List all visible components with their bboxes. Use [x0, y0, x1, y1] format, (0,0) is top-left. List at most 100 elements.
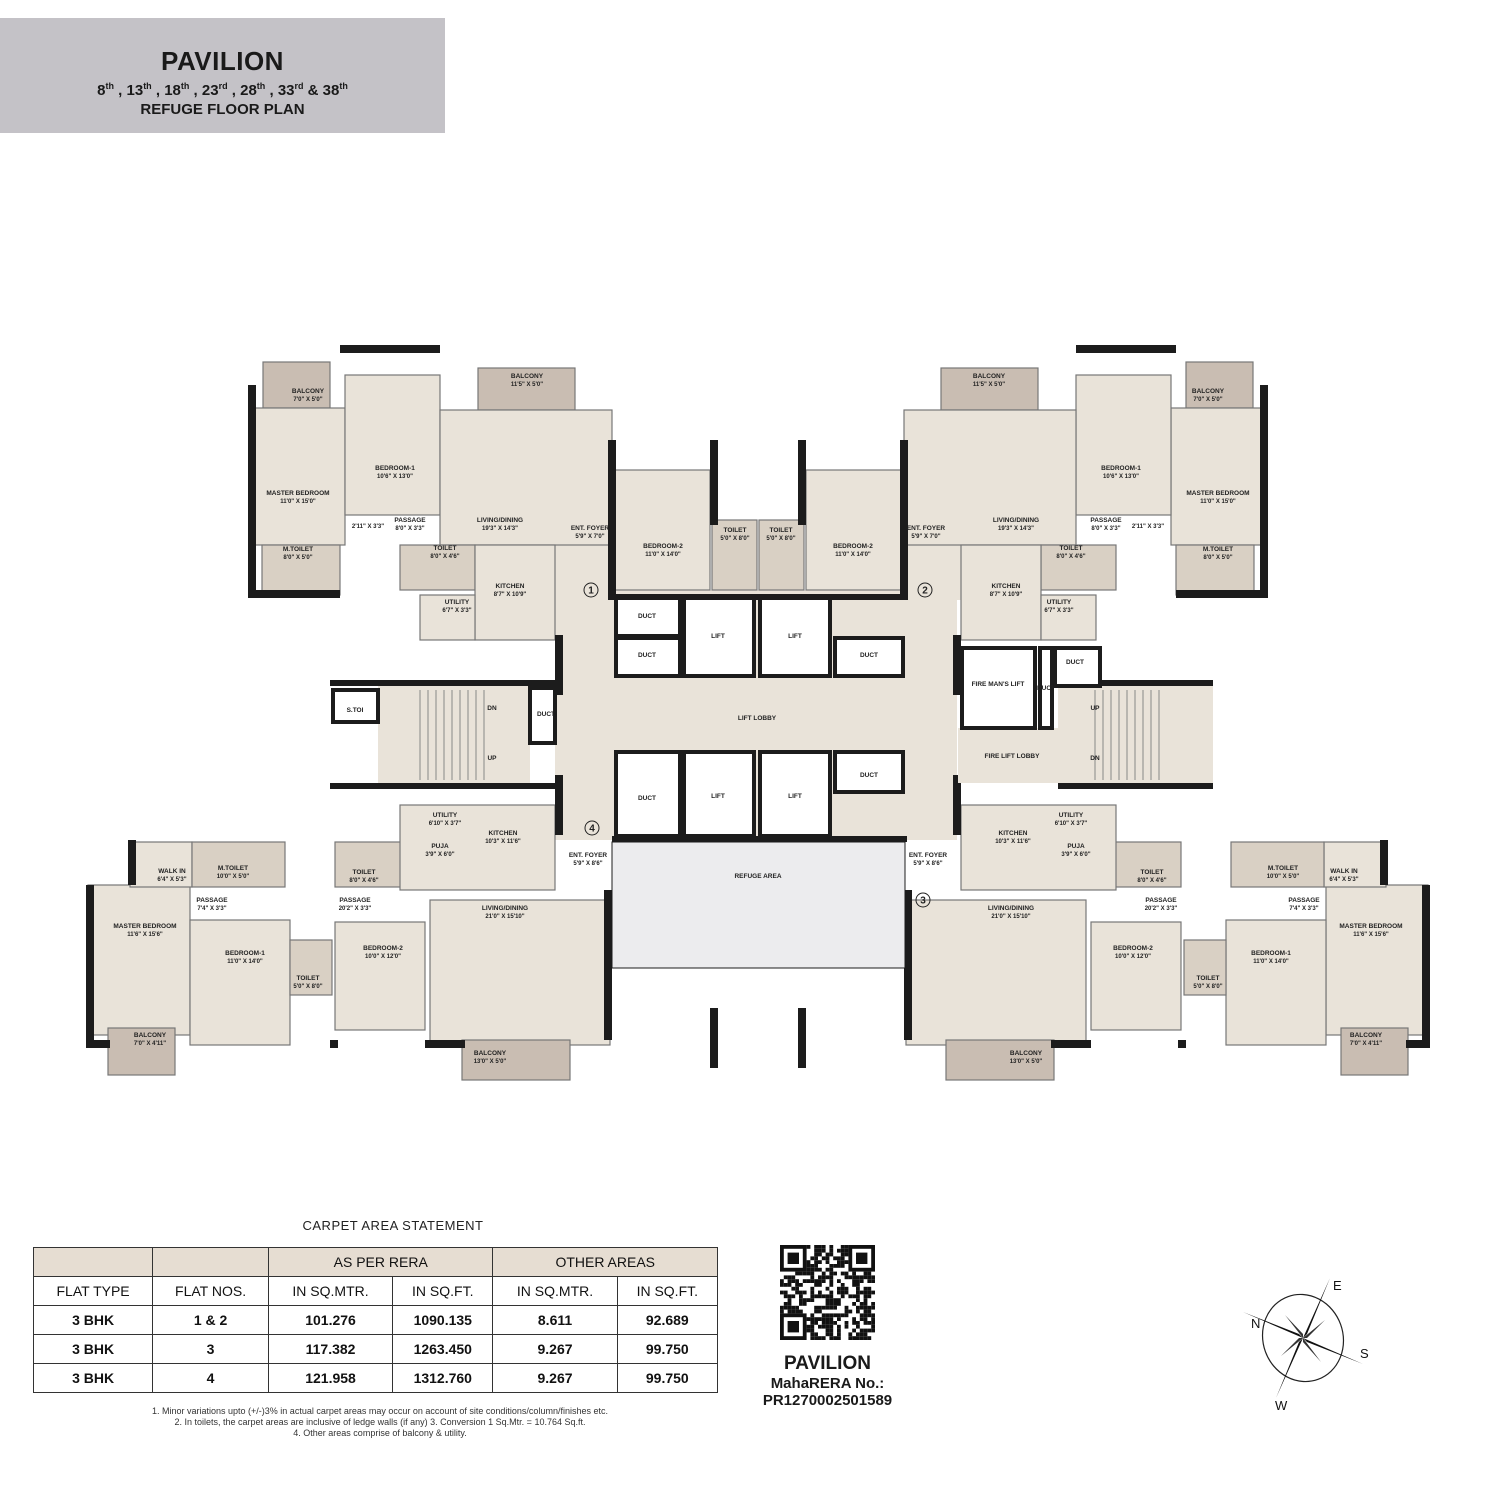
room-area — [87, 884, 191, 1036]
compass-n: N — [1251, 1316, 1260, 1331]
room-area — [189, 919, 291, 1046]
room-name: PUJA — [431, 843, 449, 850]
floor-suffix: th — [256, 81, 266, 91]
room-dimension: 8'7" X 10'9" — [990, 592, 1023, 598]
room-area — [1183, 939, 1227, 996]
flat-number-marker — [583, 582, 599, 598]
core-cell — [614, 596, 682, 638]
flat-number: 3 — [920, 896, 926, 907]
floor-number: 33 — [277, 82, 295, 99]
title-box: PAVILION 8th , 13th , 18th , 23rd , 28th… — [0, 18, 445, 133]
floor-number: 8 — [97, 82, 106, 99]
room-name: LIVING/DINING — [993, 517, 1039, 524]
room-dimension: 8'0" X 3'3" — [1091, 526, 1120, 532]
floor-suffix: th — [339, 81, 348, 91]
room-name: M.TOILET — [1268, 865, 1298, 872]
room-name: UTILITY — [1059, 812, 1084, 819]
room-dimension: 2'11" X 3'3" — [352, 524, 384, 530]
core-cell — [758, 596, 832, 678]
wall — [1260, 385, 1268, 595]
qr-block: PAVILION MahaRERA No.: PR1270002501589 — [745, 1245, 910, 1409]
room-dimension: 10'0" X 5'0" — [1267, 874, 1300, 880]
room-area — [461, 1039, 571, 1081]
core-cell — [833, 636, 905, 678]
room-name: TOILET — [770, 527, 793, 534]
core-cell — [960, 646, 1037, 730]
room-name: LIVING/DINING — [482, 905, 528, 912]
room-dimension: 19'3" X 14'3" — [482, 526, 518, 532]
room-dimension: 5'9" X 7'0" — [575, 534, 604, 540]
wall — [248, 385, 256, 595]
room-dimension: 10'6" X 13'0" — [1103, 474, 1139, 480]
core-cell — [682, 596, 756, 678]
flat-number: 2 — [922, 586, 928, 597]
room-dimension: 7'0" X 4'11" — [1350, 1041, 1382, 1047]
wall — [86, 885, 94, 1045]
room-dimension: 11'0" X 14'0" — [1253, 959, 1289, 965]
room-dimension: 5'9" X 8'6" — [573, 861, 602, 867]
table-cell: 1090.135 — [392, 1305, 494, 1335]
room-dimension: 7'0" X 5'0" — [1193, 397, 1222, 403]
room-dimension: 10'0" X 12'0" — [365, 954, 401, 960]
room-name: PASSAGE — [1090, 517, 1122, 524]
room-dimension: 20'2" X 3'3" — [1145, 906, 1178, 912]
room-area — [107, 1027, 176, 1076]
room-dimension: 11'0" X 15'0" — [280, 499, 316, 505]
wall — [330, 1040, 338, 1048]
room-name: PASSAGE — [394, 517, 426, 524]
room-name: BALCONY — [973, 373, 1006, 380]
room-dimension: 5'0" X 8'0" — [766, 536, 795, 542]
room-name: BALCONY — [1350, 1032, 1383, 1039]
room-name: BALCONY — [292, 388, 325, 395]
room-dimension: 11'0" X 14'0" — [645, 552, 681, 558]
room-dimension: 3'9" X 6'0" — [1061, 852, 1090, 858]
room-area — [1040, 544, 1117, 591]
room-area — [429, 899, 611, 1046]
room-area — [611, 469, 711, 591]
wall — [710, 440, 718, 525]
room-name: BALCONY — [1192, 388, 1225, 395]
core-label: LIFT LOBBY — [738, 715, 777, 722]
room-dimension: 11'0" X 15'0" — [1200, 499, 1236, 505]
room-dimension: 8'0" X 3'3" — [395, 526, 424, 532]
floor-number: 18 — [164, 82, 181, 99]
floor-suffix: th — [143, 81, 152, 91]
core-label: DN — [487, 705, 497, 712]
floor-number: 13 — [126, 82, 144, 99]
rera-number: PR1270002501589 — [762, 1392, 893, 1409]
wall — [1176, 590, 1268, 598]
room-area — [1340, 1027, 1409, 1076]
room-name: ENT. FOYER — [571, 525, 610, 532]
room-dimension: 13'0" X 5'0" — [474, 1059, 507, 1065]
qr-code-icon[interactable] — [780, 1245, 875, 1340]
room-name: KITCHEN — [999, 830, 1028, 837]
room-area — [1040, 594, 1097, 641]
room-dimension: 10'0" X 12'0" — [1115, 954, 1151, 960]
room-dimension: 21'0" X 15'10" — [991, 914, 1030, 920]
core-label: UP — [487, 755, 497, 762]
room-area — [1325, 884, 1429, 1036]
room-area — [960, 544, 1042, 641]
room-name: BEDROOM-1 — [1101, 465, 1141, 472]
room-dimension: 19'3" X 14'3" — [998, 526, 1034, 532]
room-dimension: 8'0" X 5'0" — [1203, 555, 1232, 561]
room-dimension: 8'0" X 4'6" — [349, 878, 378, 884]
room-dimension: 13'0" X 5'0" — [1010, 1059, 1043, 1065]
room-dimension: 11'0" X 14'0" — [835, 552, 871, 558]
core-cell — [611, 841, 906, 969]
room-name: BEDROOM-2 — [833, 543, 873, 550]
table-cell: 121.958 — [267, 1363, 394, 1393]
room-dimension: 2'11" X 3'3" — [1132, 524, 1164, 530]
note: 2. In toilets, the carpet areas are incl… — [174, 1417, 586, 1427]
room-dimension: 11'5" X 5'0" — [511, 382, 543, 388]
room-area — [1105, 841, 1182, 888]
table-cell: 9.267 — [492, 1334, 618, 1364]
room-name: KITCHEN — [496, 583, 525, 590]
room-dimension: 11'5" X 5'0" — [973, 382, 1005, 388]
room-name: BALCONY — [511, 373, 544, 380]
wall — [1406, 1040, 1430, 1048]
room-name: UTILITY — [445, 599, 470, 606]
qr-project-name: PAVILION — [784, 1353, 871, 1374]
